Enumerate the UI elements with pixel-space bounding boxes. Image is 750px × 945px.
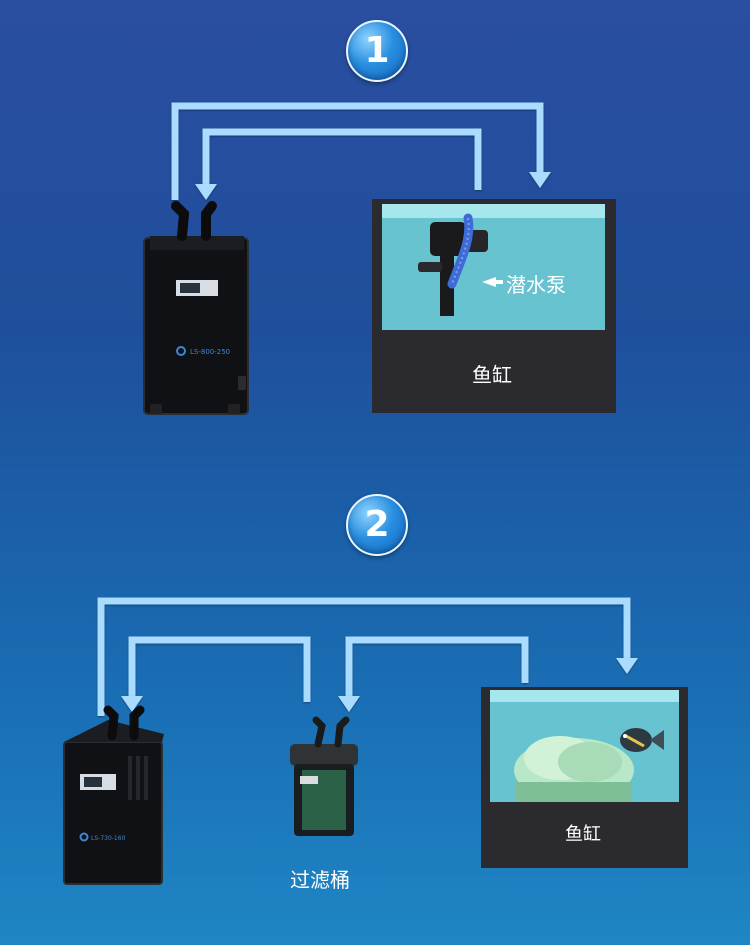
fish-tank-1	[372, 199, 616, 413]
pipe-2-inner-right	[345, 636, 529, 698]
arrowhead-1-chiller	[195, 184, 217, 200]
step-1-badge: 1	[346, 20, 408, 82]
filter-label: 过滤桶	[290, 868, 350, 892]
submersible-pump-icon	[418, 213, 488, 316]
canister-filter-icon	[290, 716, 358, 836]
chiller-1-model-text: LS-800-250	[190, 348, 230, 356]
arrowhead-1-tank	[529, 172, 551, 188]
pipe-2-inner-left	[128, 636, 311, 702]
tank-1-label: 鱼缸	[472, 363, 512, 387]
pump-label: 潜水泵	[506, 273, 566, 297]
arrowhead-2-chiller	[121, 696, 143, 712]
pipe-1-inner	[202, 128, 482, 190]
chiller-2: LS-730-160	[63, 705, 164, 885]
arrowhead-2-tank	[616, 658, 638, 674]
chiller-2-model-text: LS-730-160	[91, 835, 126, 842]
fish-icon	[620, 728, 664, 752]
tank-2-label: 鱼缸	[565, 824, 601, 845]
pipe-2-outer	[97, 597, 631, 716]
step-2-badge: 2	[346, 494, 408, 556]
coral-icon	[514, 736, 634, 802]
arrowhead-2-filter	[338, 696, 360, 712]
pipe-1-outer	[171, 102, 544, 200]
pump-pointer-icon	[482, 277, 503, 287]
chiller-1: LS-800-250	[143, 201, 249, 415]
